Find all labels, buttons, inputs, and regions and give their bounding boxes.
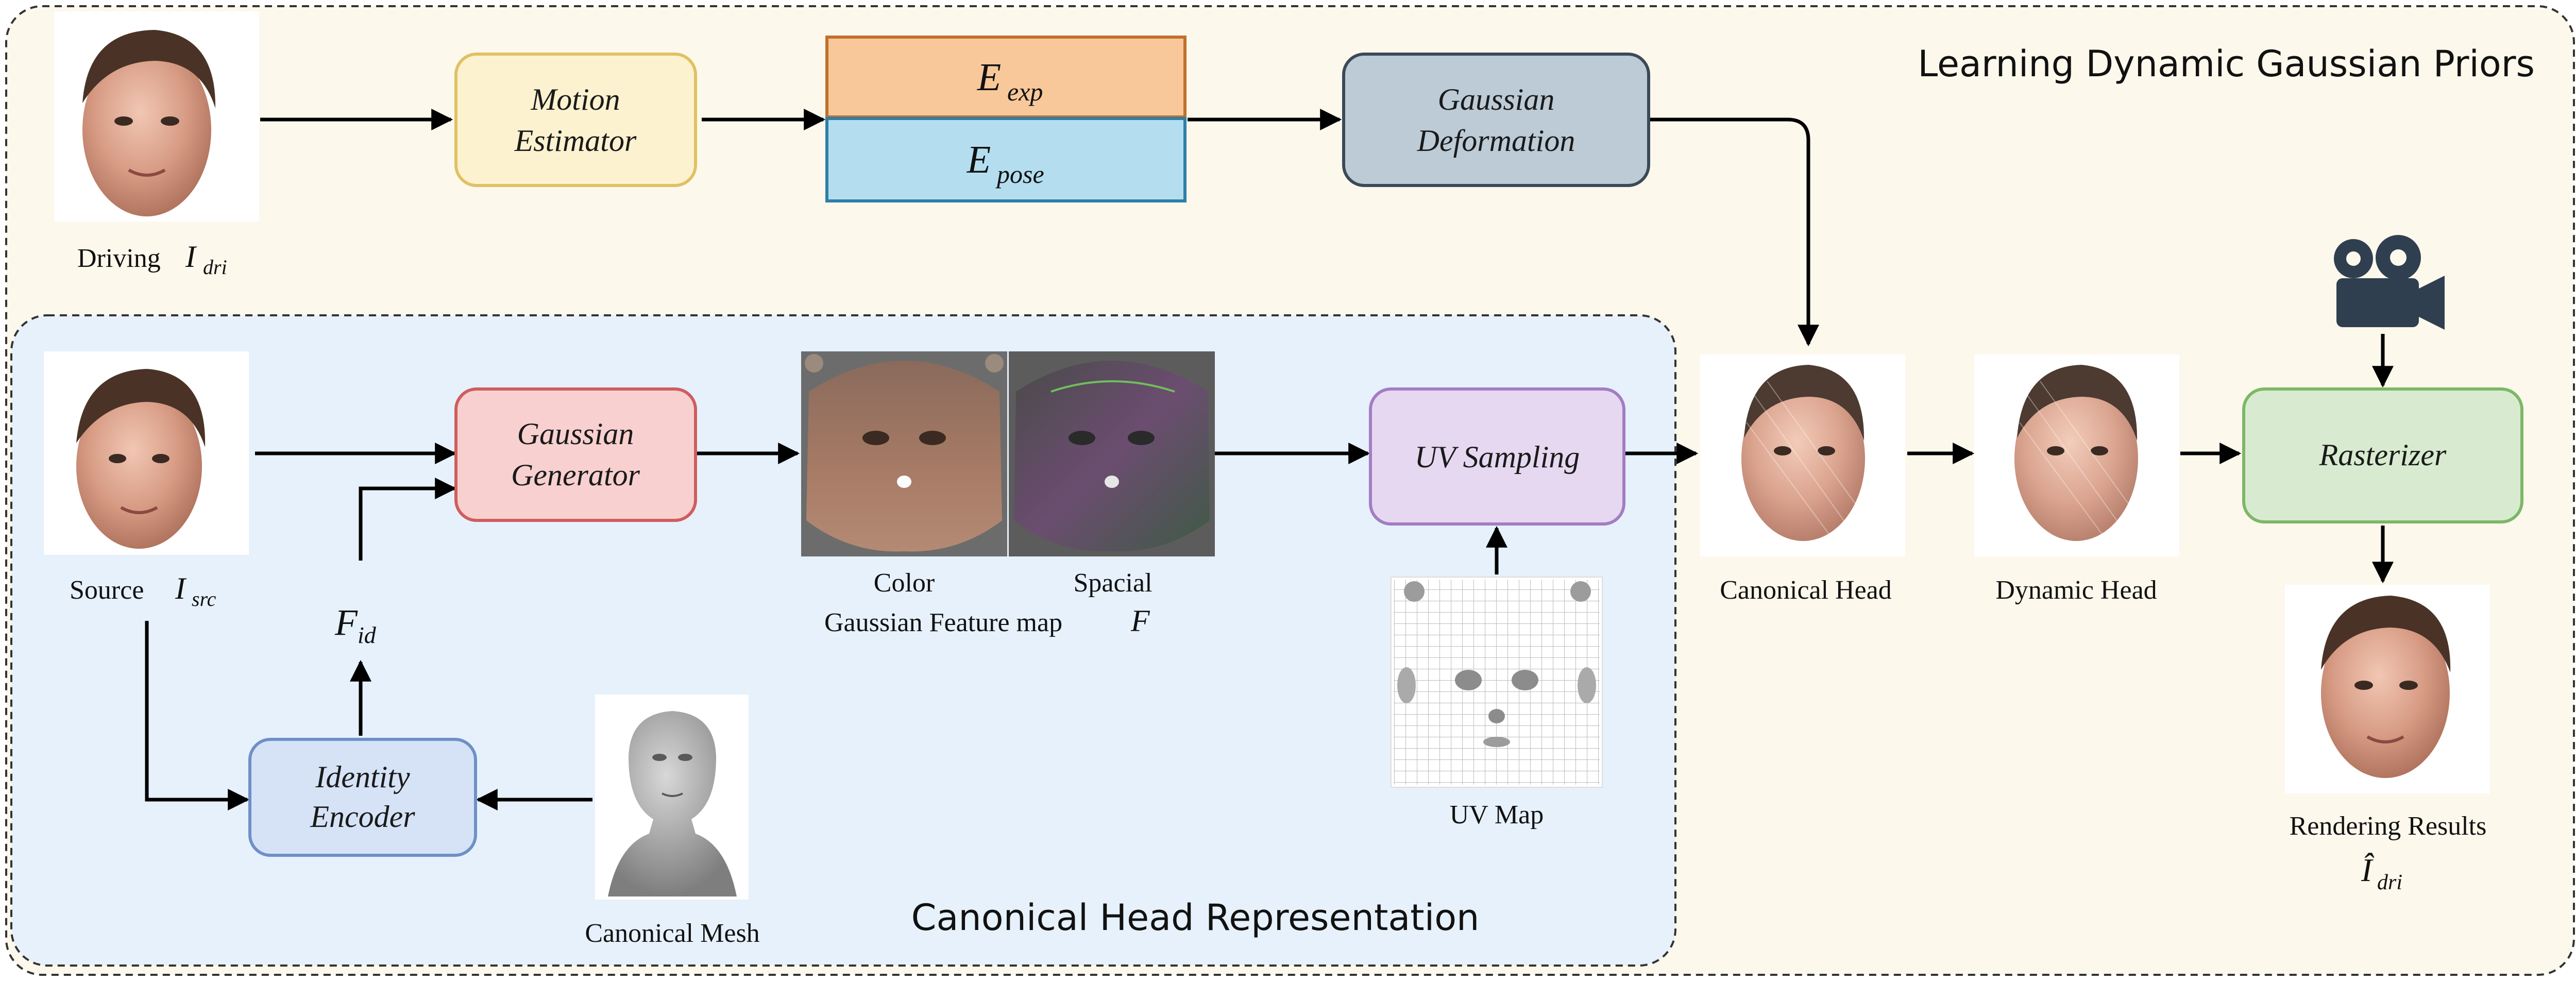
spacial-feature-map	[1009, 351, 1215, 556]
rasterizer-box: Rasterizer	[2242, 387, 2523, 523]
svg-text:src: src	[192, 587, 216, 611]
svg-text:Source: Source	[70, 576, 144, 605]
svg-text:pose: pose	[995, 160, 1044, 189]
canonical-mesh-image	[595, 695, 749, 900]
uv-sampling-box: UV Sampling	[1369, 387, 1625, 526]
svg-text:Identity: Identity	[315, 760, 410, 794]
svg-text:Encoder: Encoder	[310, 800, 415, 834]
svg-text:I: I	[185, 240, 197, 274]
svg-text:F: F	[334, 602, 358, 643]
inner-title: Canonical Head Representation	[911, 897, 1480, 939]
svg-text:F: F	[1130, 604, 1150, 638]
driving-label: Driving I dri	[77, 240, 227, 279]
svg-text:Estimator: Estimator	[514, 124, 637, 158]
svg-text:Gaussian: Gaussian	[1438, 82, 1555, 116]
uv-map-image	[1391, 577, 1603, 788]
identity-encoder-box: Identity Encoder	[248, 738, 477, 857]
camera-icon	[2334, 235, 2445, 330]
arrow-fid-to-generator	[359, 478, 457, 561]
svg-text:UV Sampling: UV Sampling	[1415, 440, 1580, 474]
svg-text:Driving: Driving	[77, 244, 161, 273]
svg-text:Gaussian: Gaussian	[517, 417, 634, 451]
svg-text:dri: dri	[2377, 871, 2402, 894]
canonical-mesh-label: Canonical Mesh	[585, 919, 759, 948]
motion-estimator-box: Motion Estimator	[454, 53, 697, 187]
arrow-deformation-to-canonical	[1649, 117, 1819, 347]
rendering-result-label: Rendering Results Î dri	[2290, 811, 2487, 894]
canonical-head-image	[1700, 354, 1905, 556]
svg-text:Deformation: Deformation	[1417, 124, 1575, 158]
svg-text:dri: dri	[203, 256, 227, 279]
svg-text:I: I	[175, 571, 187, 605]
dynamic-head-label: Dynamic Head	[1995, 576, 2157, 605]
svg-text:Gaussian Feature map: Gaussian Feature map	[824, 608, 1062, 637]
svg-text:Color: Color	[874, 568, 935, 598]
driving-image	[54, 11, 259, 222]
feature-map-labels: Color Spacial Gaussian Feature map F	[824, 568, 1153, 638]
svg-text:E: E	[967, 138, 991, 181]
connectors	[145, 109, 2394, 810]
canonical-head-label: Canonical Head	[1720, 576, 1892, 605]
pose-encoder-box: E pose	[825, 117, 1187, 202]
svg-text:Rendering Results: Rendering Results	[2290, 811, 2487, 841]
outer-title: Learning Dynamic Gaussian Priors	[1918, 43, 2535, 85]
dynamic-head-image	[1974, 354, 2179, 556]
svg-text:id: id	[358, 622, 377, 648]
uv-map-label: UV Map	[1450, 800, 1544, 830]
svg-text:Generator: Generator	[511, 458, 640, 492]
svg-text:Rasterizer: Rasterizer	[2319, 438, 2447, 472]
svg-text:exp: exp	[1007, 77, 1043, 106]
svg-text:E: E	[977, 56, 1001, 99]
rendering-result-image	[2285, 585, 2490, 793]
gaussian-deformation-box: Gaussian Deformation	[1342, 53, 1650, 187]
identity-feature-label: F id	[334, 602, 377, 648]
expression-encoder-box: E exp	[825, 36, 1187, 119]
gaussian-generator-box: Gaussian Generator	[454, 387, 697, 522]
source-image	[44, 351, 249, 555]
source-label: Source I src	[70, 571, 216, 611]
arrow-source-to-identity	[145, 621, 250, 810]
svg-text:Motion: Motion	[530, 82, 620, 116]
color-feature-map	[801, 351, 1007, 556]
svg-text:Spacial: Spacial	[1073, 568, 1152, 598]
